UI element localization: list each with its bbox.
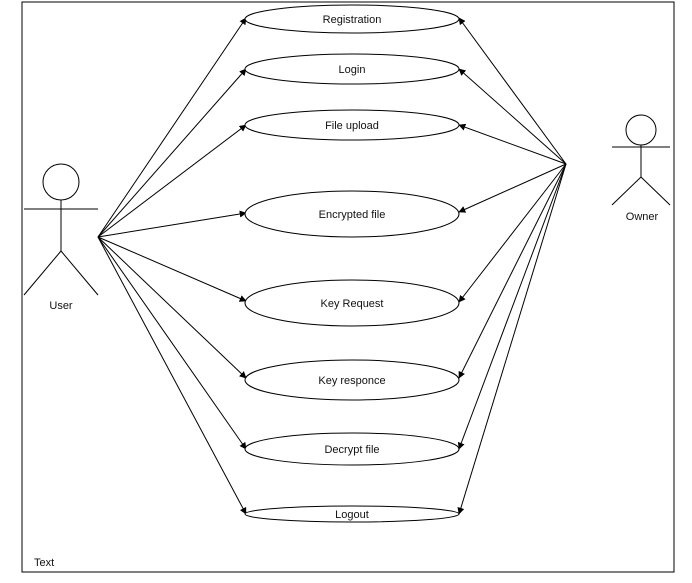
- connector-user-key-responce: [97, 236, 247, 379]
- use-case-registration[interactable]: Registration: [244, 4, 460, 34]
- use-case-key-responce[interactable]: Key responce: [244, 359, 460, 401]
- connectors: [97, 17, 567, 515]
- connector-user-key-request: [97, 236, 247, 302]
- connector-user-file-upload: [97, 124, 247, 238]
- stick-figure-icon: [23, 163, 99, 296]
- use-case-file-upload[interactable]: File upload: [244, 109, 460, 141]
- use-case-login[interactable]: Login: [244, 53, 460, 85]
- connector-user-login: [97, 68, 247, 238]
- use-case-label: Decrypt file: [324, 444, 379, 456]
- connector-owner-key-responce: [458, 163, 567, 379]
- connector-owner-encrypted-file: [458, 163, 567, 213]
- actor-user-label: User: [49, 300, 73, 312]
- diagram-frame: [21, 1, 675, 573]
- use-case-label: Logout: [335, 509, 369, 521]
- use-case-decrypt-file[interactable]: Decrypt file: [244, 432, 460, 466]
- use-case-label: Login: [339, 64, 366, 76]
- use-case-key-request[interactable]: Key Request: [244, 279, 460, 327]
- connector-user-decrypt-file: [97, 236, 247, 450]
- use-case-label: Encrypted file: [319, 209, 386, 221]
- connector-user-encrypted-file: [97, 210, 247, 238]
- use-case-encrypted-file[interactable]: Encrypted file: [244, 190, 460, 238]
- connector-owner-key-request: [458, 163, 567, 303]
- connector-owner-file-upload: [458, 123, 567, 165]
- stick-figure-icon: [611, 114, 671, 206]
- use-case-label: File upload: [325, 120, 379, 132]
- connector-owner-login: [458, 68, 567, 165]
- actor-owner[interactable]: Owner: [611, 114, 671, 223]
- actor-user[interactable]: User: [23, 163, 99, 312]
- connector-owner-registration: [458, 17, 567, 165]
- use-case-label: Registration: [323, 14, 382, 26]
- actor-owner-label: Owner: [626, 211, 659, 223]
- connector-user-logout: [97, 236, 247, 515]
- connector-owner-logout: [457, 163, 567, 515]
- connector-user-registration: [97, 17, 247, 238]
- use-case-label: Key Request: [321, 298, 384, 310]
- use-case-logout[interactable]: Logout: [244, 505, 460, 523]
- use-case-label: Key responce: [318, 375, 385, 387]
- footer-text: Text: [34, 557, 54, 569]
- connector-owner-decrypt-file: [457, 163, 567, 450]
